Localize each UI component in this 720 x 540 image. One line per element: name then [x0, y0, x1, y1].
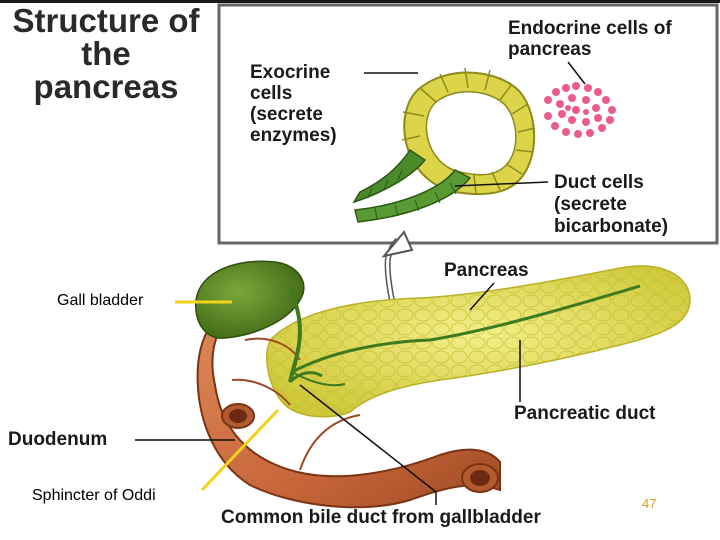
duodenum-organ — [196, 298, 501, 509]
label-endocrine-cells: Endocrine cells of pancreas — [508, 18, 672, 60]
magnify-arrow-head — [381, 230, 414, 258]
pancreatic-duct-line — [291, 284, 641, 374]
top-border — [0, 0, 720, 3]
acinus-exocrine-cells — [401, 67, 536, 195]
label-duodenum: Duodenum — [8, 429, 108, 450]
common-bile-duct-leader — [299, 384, 437, 505]
sphincter-leader — [200, 408, 280, 492]
gall-bladder-organ — [195, 260, 323, 384]
endocrine-islet — [544, 82, 616, 138]
label-sphincter-of-oddi: Sphincter of Oddi — [32, 487, 156, 504]
label-pancreas: Pancreas — [444, 260, 529, 281]
label-exocrine-cells: Exocrine cells (secrete enzymes) — [250, 62, 337, 146]
pancreas-leader — [469, 282, 495, 311]
pancreas-organ — [266, 265, 691, 418]
cystic-bile-duct — [288, 289, 302, 383]
duct-cells-leader — [454, 181, 549, 187]
duct-cells-tubes — [352, 148, 472, 223]
label-duct-cells: Duct cells (secrete bicarbonate) — [554, 172, 669, 237]
page-number: 47 — [642, 496, 657, 511]
label-gall-bladder: Gall bladder — [57, 292, 144, 309]
label-pancreatic-duct: Pancreatic duct — [514, 403, 656, 424]
endocrine-leader — [567, 61, 586, 85]
inset-box — [217, 3, 719, 245]
page-title: Structure of the pancreas — [12, 2, 200, 105]
label-common-bile-duct: Common bile duct from gallbladder — [221, 507, 541, 528]
